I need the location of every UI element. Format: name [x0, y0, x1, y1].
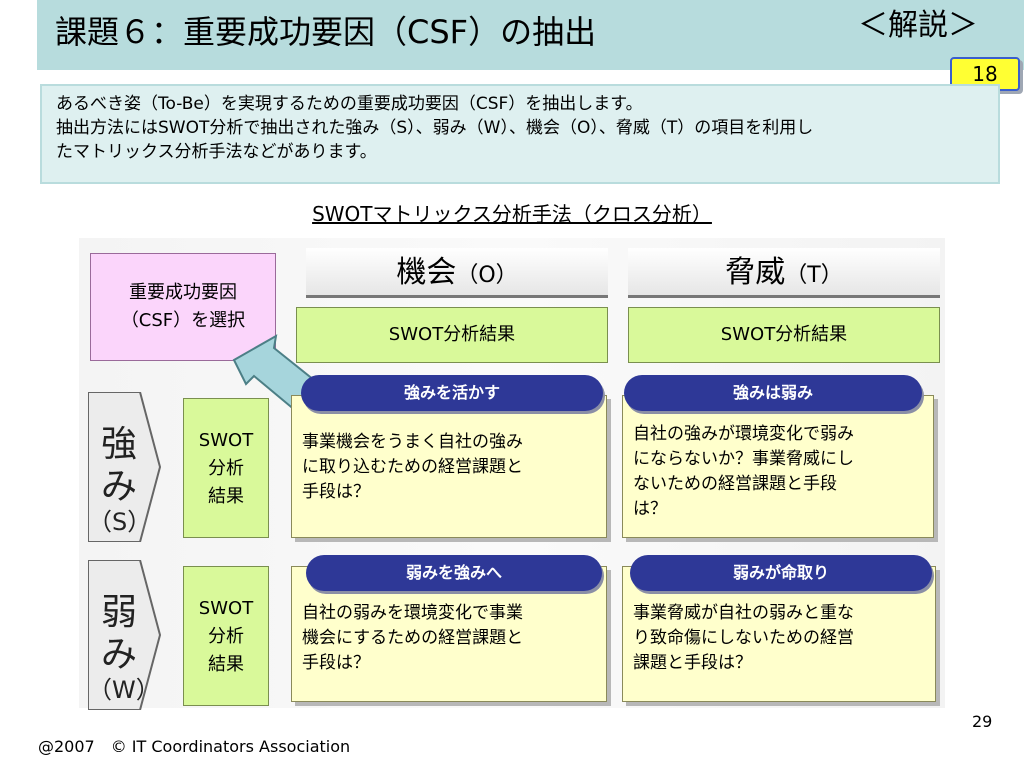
cell-text-line: り致命傷にしないための経営: [633, 628, 854, 648]
commentary-label: ＜解説＞: [858, 8, 978, 43]
header-bar: [37, 0, 1024, 70]
csf-line-1: 重要成功要因: [129, 282, 237, 303]
cell-text-line: 事業機会をうまく自社の強み: [302, 432, 523, 452]
row-label-2: み: [100, 634, 137, 675]
intro-line-2: 抽出方法にはSWOT分析で抽出された強み（S）、弱み（W）、機会（O）、脅威（T…: [56, 118, 814, 138]
row-arrow-strength-icon: [88, 392, 162, 542]
swot-result-line: 分析: [208, 626, 244, 647]
cell-text-line: 手段は？: [302, 653, 370, 673]
row-label-1: 強: [100, 424, 137, 465]
page-title: 課題６：重要成功要因（CSF）の抽出: [55, 13, 597, 51]
swot-result-threat: SWOT分析結果: [628, 307, 940, 363]
cell-text-line: 手段は？: [302, 482, 370, 502]
row-header-weakness: 弱 み （W）: [88, 592, 160, 704]
cell-text-line: 機会にするための経営課題と: [302, 628, 524, 648]
intro-box: あるべき姿（To-Be）を実現するための重要成功要因（CSF）を抽出します。 抽…: [40, 84, 1000, 184]
cell-strength-opportunity: 事業機会をうまく自社の強み に取り込むための経営課題と 手段は？: [291, 395, 607, 538]
row-label-1: 弱: [100, 592, 137, 633]
diagram-title: SWOTマトリックス分析手法（クロス分析）: [312, 202, 712, 226]
swot-result-line: SWOT: [198, 430, 254, 451]
row-header-strength: 強 み （S）: [88, 424, 152, 536]
row-sub: （S）: [88, 508, 152, 536]
swot-result-line: 分析: [208, 458, 244, 479]
strategy-pill-wo: 弱みを強みへ: [306, 555, 602, 591]
row-sub: （W）: [88, 676, 160, 704]
column-sub: （O）: [456, 263, 518, 288]
cell-text-line: ないための経営課題と手段: [633, 474, 837, 494]
cell-text-line: にならないか？事業脅威にし: [633, 449, 854, 469]
strategy-pill-st: 強みは弱み: [624, 375, 922, 411]
column-sub: （T）: [785, 263, 843, 288]
cell-text-line: に取り込むための経営課題と: [302, 457, 523, 477]
swot-result-line: SWOT: [198, 598, 254, 619]
strategy-pill-wt: 弱みが命取り: [630, 555, 932, 591]
row-label-2: み: [100, 466, 137, 507]
swot-result-line: 結果: [208, 654, 244, 675]
cell-text-line: 課題と手段は？: [633, 653, 752, 673]
column-header-opportunity: 機会（O）: [306, 248, 608, 298]
swot-result-strength: SWOT 分析 結果: [183, 398, 269, 538]
cell-strength-threat: 自社の強みが環境変化で弱み にならないか？事業脅威にし ないための経営課題と手段…: [622, 395, 934, 538]
swot-result-line: 結果: [208, 486, 244, 507]
swot-result-opportunity: SWOT分析結果: [296, 307, 608, 363]
intro-line-3: たマトリックス分析手法などがあります。: [56, 142, 377, 162]
column-header-threat: 脅威（T）: [628, 248, 940, 298]
cell-text-line: 自社の弱みを環境変化で事業: [302, 603, 523, 623]
swot-result-weakness: SWOT 分析 結果: [183, 566, 269, 706]
cell-text-line: は？: [633, 499, 667, 519]
csf-line-2: （CSF）を選択: [120, 310, 246, 331]
strategy-pill-so: 強みを活かす: [301, 375, 603, 411]
column-label: 脅威: [725, 255, 786, 290]
slide-page-number: 29: [972, 712, 993, 731]
copyright: @2007 © IT Coordinators Association: [38, 737, 351, 756]
intro-line-1: あるべき姿（To-Be）を実現するための重要成功要因（CSF）を抽出します。: [56, 94, 643, 114]
csf-box: 重要成功要因 （CSF）を選択: [90, 253, 276, 361]
row-arrow-weakness-icon: [88, 560, 162, 710]
cell-text-line: 事業脅威が自社の弱みと重な: [633, 603, 854, 623]
column-label: 機会: [396, 255, 457, 290]
cell-text-line: 自社の強みが環境変化で弱み: [633, 424, 854, 444]
